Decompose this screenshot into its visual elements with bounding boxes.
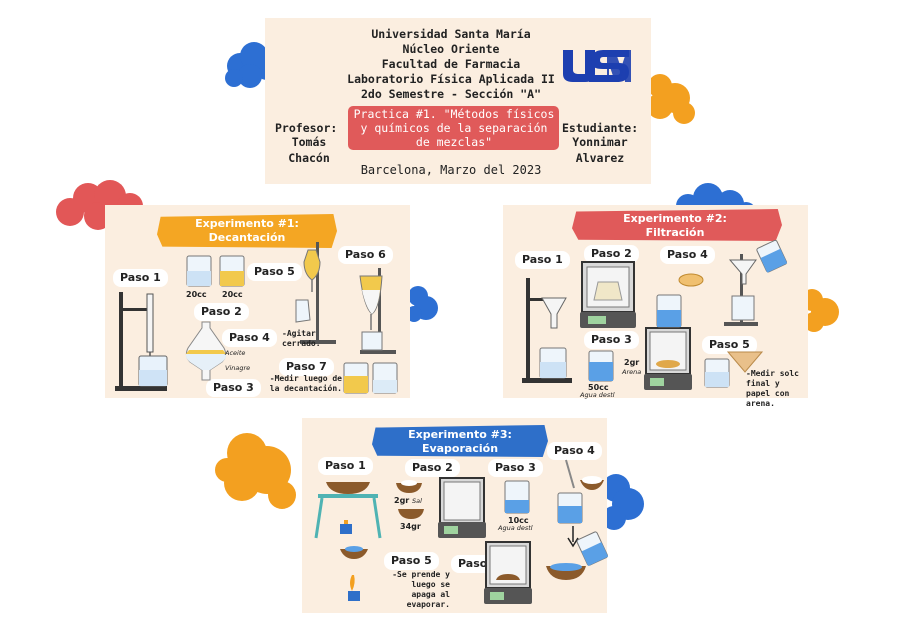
cloud-orange-top-right	[647, 74, 695, 124]
final-dish-icon	[546, 563, 586, 580]
exp3-step-3: Paso 3	[488, 459, 543, 477]
spatula-salt-icon	[565, 459, 604, 490]
label-10cc: 10cc	[508, 516, 529, 525]
balance-exp3-icon	[438, 477, 486, 538]
label-aceite: Aceite	[225, 349, 246, 357]
header-card: Universidad Santa María Núcleo Oriente F…	[265, 18, 651, 184]
analytical-balance-icon	[580, 261, 636, 328]
label-20cc-a: 20cc	[186, 290, 207, 299]
note-medir-solc: -Medir solc final y papel con arena.	[746, 369, 799, 408]
university-name: Universidad Santa María	[371, 27, 531, 41]
label-34gr: 34gr	[400, 522, 421, 531]
balance-final-icon	[484, 541, 532, 604]
exp1-banner	[157, 214, 337, 248]
beaker-measure-b-icon	[372, 362, 398, 394]
professor-name: Tomás Chacón	[288, 135, 330, 165]
exp1-title: Experimento #1: Decantación	[195, 217, 299, 244]
exp2-title: Experimento #2: Filtración	[623, 212, 727, 239]
student-label: Estudiante:	[562, 121, 639, 135]
label-2gr-arena: 2gr	[624, 358, 640, 367]
label-arena: Arena	[622, 368, 642, 376]
separatory-funnel-icon	[185, 321, 227, 381]
ring-stand-with-funnel-icon	[522, 278, 572, 383]
exp1-step-6: Paso 6	[338, 246, 393, 264]
beaker-final-icon	[704, 358, 730, 388]
tripod-with-dish-icon	[314, 482, 382, 539]
exp1-step-1: Paso 1	[113, 269, 168, 287]
lab-name: Laboratorio Física Aplicada II	[347, 72, 555, 86]
note-agitar: -Agitar cerrado.	[282, 329, 321, 348]
label-vinagre: Vinagre	[225, 364, 251, 372]
exp3-step-2: Paso 2	[405, 459, 460, 477]
empty-dish-icon	[398, 509, 424, 519]
exp3-banner	[372, 425, 548, 457]
exp3-step-5: Paso 5	[384, 552, 439, 570]
label-sal: Sal	[412, 497, 422, 505]
pouring-beaker-icon	[576, 531, 609, 566]
faculty-name: Facultad de Farmacia	[381, 57, 521, 71]
label-agua-destl-3: Agua destl	[498, 524, 533, 532]
beaker-10cc-icon	[504, 480, 530, 514]
label-50cc: 50cc	[588, 383, 609, 392]
sand-dish-icon	[678, 273, 704, 287]
exp1-step-4: Paso 4	[222, 329, 277, 347]
cloud-orange-bottom-left	[215, 433, 296, 509]
cloud-blue-bottom-right	[602, 474, 644, 530]
label-2gr-sal: 2gr	[394, 496, 410, 505]
exp3-step-1: Paso 1	[318, 457, 373, 475]
arrow-down-icon	[567, 526, 579, 548]
label-20cc-b: 20cc	[222, 290, 243, 299]
practice-title: Practica #1. "Métodos físicos y químicos…	[353, 107, 555, 149]
university-logo	[559, 44, 631, 84]
practice-title-badge	[348, 106, 559, 150]
note-medir-decantacion: -Medir luego de la decantación.	[269, 374, 342, 393]
cloud-blue-mid-left	[406, 286, 438, 322]
note-se-prende: -Se prende y luego se apaga al evaporar.	[392, 570, 450, 609]
exp2-step-1: Paso 1	[515, 251, 570, 269]
exp2-step-4: Paso 4	[660, 246, 715, 264]
salt-dish-icon	[396, 480, 422, 493]
beaker-step4-exp3-icon	[557, 492, 583, 524]
stand-with-separatory-funnel-icon	[295, 242, 336, 344]
beaker-20cc-a-icon	[186, 255, 212, 287]
exp3-title: Experimento #3: Evaporación	[408, 428, 512, 455]
semester-section: 2do Semestre - Sección "A"	[360, 87, 541, 101]
exp1-step-7: Paso 7	[279, 358, 334, 376]
exp2-step-3: Paso 3	[584, 331, 639, 349]
beaker-step4-icon	[656, 294, 682, 328]
exp1-step-5: Paso 5	[247, 263, 302, 281]
stand-decanting-icon	[359, 268, 396, 354]
exp2-step-2: Paso 2	[584, 245, 639, 263]
student-name: Yonnimar Alvarez	[572, 135, 628, 165]
ring-stand-with-burette-icon	[115, 292, 168, 391]
beaker-measure-a-icon	[343, 362, 369, 394]
balance-with-sand-icon	[644, 327, 692, 390]
professor-label: Profesor:	[275, 121, 338, 135]
exp2-step-5: Paso 5	[702, 336, 757, 354]
date-place: Barcelona, Marzo del 2023	[360, 163, 542, 177]
filter-paper-icon	[726, 351, 764, 373]
label-agua-destl-2: Agua destl	[580, 391, 615, 399]
exp1-step-2: Paso 2	[194, 303, 249, 321]
nucleus-name: Núcleo Oriente	[402, 42, 500, 56]
stand-filter-icon	[724, 239, 788, 326]
beaker-20cc-b-icon	[219, 255, 245, 287]
exp3-step-4: Paso 4	[547, 442, 602, 460]
tripod-burner-icon	[340, 546, 368, 601]
exp2-banner	[572, 209, 782, 241]
beaker-50cc-icon	[588, 350, 614, 382]
exp1-step-3: Paso 3	[206, 379, 261, 397]
